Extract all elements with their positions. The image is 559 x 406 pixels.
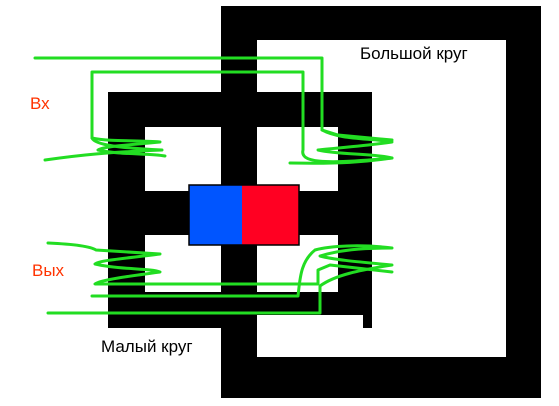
small-circuit-label: Малый круг	[101, 337, 193, 356]
output-wire-lower	[46, 244, 394, 315]
magnet-south	[242, 185, 299, 245]
large-circuit-label: Большой круг	[360, 44, 468, 63]
magnet-outline	[188, 184, 300, 246]
large-core-window-right-fill	[363, 146, 372, 328]
magnet-north	[189, 185, 242, 245]
large-core-window-right	[363, 146, 506, 357]
input-wire-lower	[43, 70, 394, 164]
wires	[33, 56, 394, 315]
output-wire-upper	[46, 241, 394, 286]
output-label: Вых	[32, 261, 65, 280]
input-coil-right	[288, 128, 394, 165]
input-coil-left	[90, 136, 167, 158]
input-label: Вх	[30, 94, 50, 113]
